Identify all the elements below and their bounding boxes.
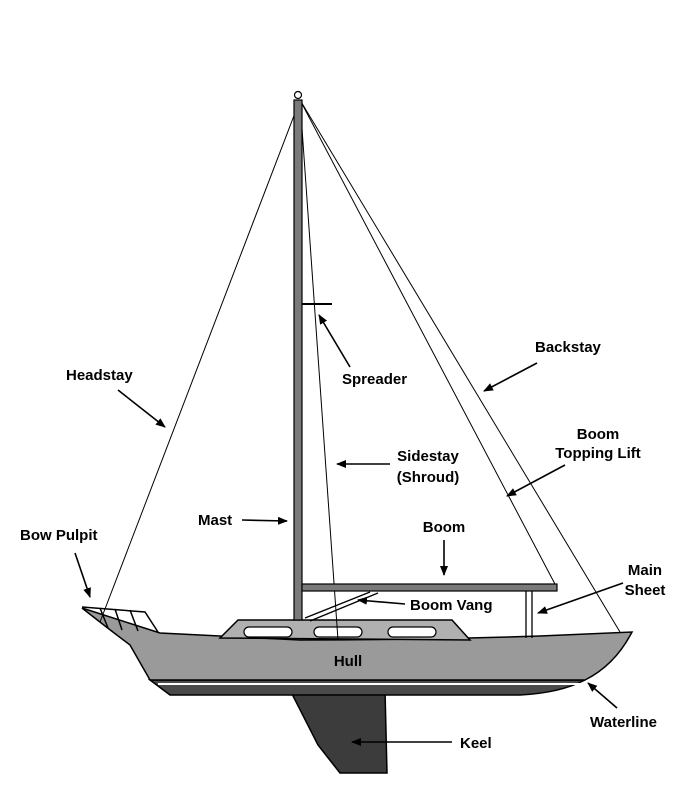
label-sidestay: Sidestay	[397, 448, 459, 465]
label-topping-lift: Topping Lift	[555, 445, 641, 462]
label-boom-vang: Boom Vang	[410, 597, 493, 614]
cabin-window-3	[387, 626, 437, 638]
arrow-spreader	[318, 314, 351, 368]
bow-pulpit	[81, 606, 159, 633]
arrow-topping-lift	[506, 464, 566, 497]
headstay-line	[99, 99, 301, 623]
backstay-line	[299, 99, 621, 633]
underbody	[147, 679, 586, 696]
boom-vang	[304, 591, 379, 622]
arrow-boom-vang	[357, 596, 406, 605]
label-sheet: Sheet	[625, 582, 666, 599]
label-hull: Hull	[334, 653, 362, 670]
label-backstay: Backstay	[535, 339, 602, 356]
label-headstay: Headstay	[66, 367, 133, 384]
mast	[293, 99, 303, 621]
label-spreader: Spreader	[342, 371, 407, 388]
arrow-main-sheet	[537, 582, 624, 614]
label-main: Main	[628, 562, 662, 579]
label-bow-pulpit: Bow Pulpit	[20, 527, 98, 544]
arrow-bow-pulpit	[74, 552, 91, 598]
shroud-line	[299, 99, 339, 641]
boom	[301, 583, 558, 592]
arrow-waterline	[587, 682, 618, 709]
arrow-headstay	[117, 389, 166, 428]
arrow-backstay	[483, 362, 538, 392]
keel	[288, 689, 388, 774]
label-waterline: Waterline	[590, 714, 657, 731]
main-sheet	[525, 591, 533, 638]
label-mast: Mast	[198, 512, 232, 529]
label-shroud: (Shroud)	[397, 469, 459, 486]
label-boom: Boom	[423, 519, 466, 536]
cabin-window-1	[243, 626, 293, 638]
arrow-mast	[241, 516, 288, 525]
label-boom-topping: Boom	[577, 426, 620, 443]
label-keel: Keel	[460, 735, 492, 752]
topping-lift-line	[299, 99, 557, 587]
masthead	[293, 90, 303, 100]
